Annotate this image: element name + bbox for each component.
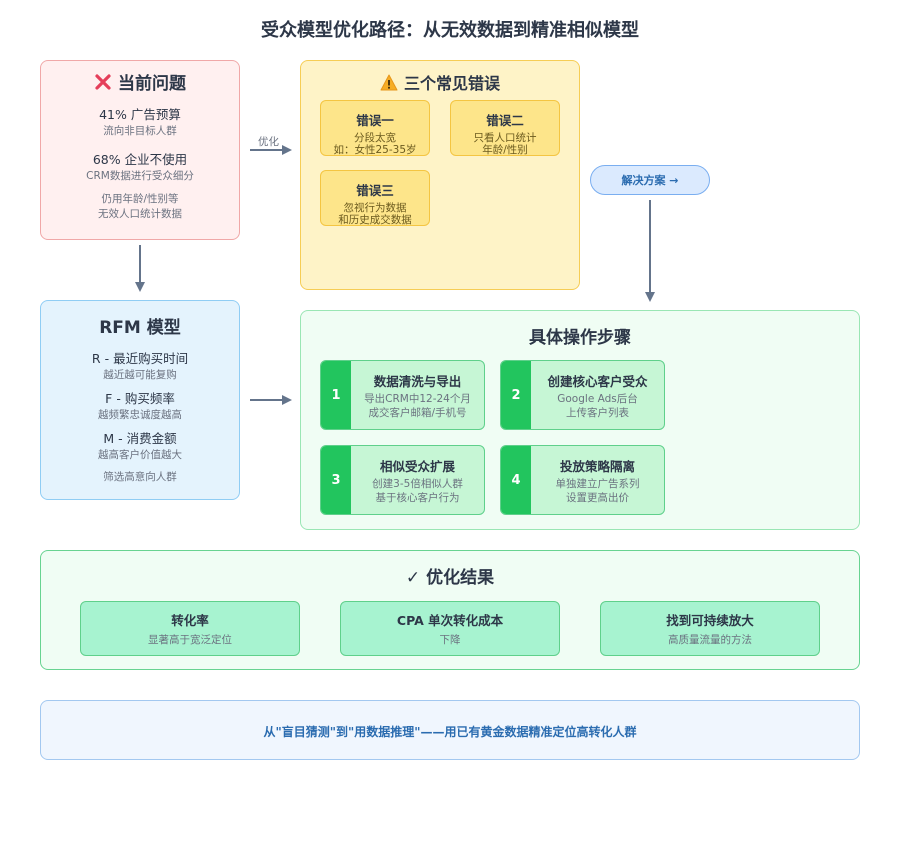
error-card-desc: 年龄/性别 — [482, 144, 528, 156]
result-title: CPA 单次转化成本 — [396, 613, 504, 628]
error-card-title: 错误二 — [486, 113, 524, 128]
rfm-item-desc: 越高客户价值越大 — [98, 449, 182, 461]
error-card-desc: 忽视行为数据 — [343, 202, 407, 214]
step-title: 创建核心客户受众 — [547, 374, 648, 389]
step-title: 相似受众扩展 — [379, 459, 455, 474]
step-card-4: 4 投放策略隔离 单独建立广告系列 设置更高出价 — [500, 445, 665, 515]
problem-stat-crm-sub: CRM数据进行受众细分 — [86, 170, 194, 182]
step-card-1: 1 数据清洗与导出 导出CRM中12-24个月 成交客户邮箱/手机号 — [320, 360, 485, 430]
step-desc: 单独建立广告系列 — [555, 478, 640, 490]
common-errors-title: 三个常见错误 — [301, 70, 579, 95]
rfm-model-panel: RFM 模型 R - 最近购买时间 越近越可能复购 F - 购买频率 越频繁忠诚… — [40, 300, 240, 500]
error-card-3: 错误三 忽视行为数据 和历史成交数据 — [320, 170, 430, 226]
step-desc: 上传客户列表 — [566, 407, 629, 419]
optimization-results-title: ✓ 优化结果 — [405, 568, 495, 588]
result-desc: 显著高于宽泛定位 — [148, 634, 232, 646]
result-card-conversion-rate: 转化率 显著高于宽泛定位 — [80, 601, 300, 656]
step-desc: 成交客户邮箱/手机号 — [368, 407, 467, 419]
rfm-item-label: R - 最近购买时间 — [91, 351, 189, 366]
result-card-scalable: 找到可持续放大 高质量流量的方法 — [600, 601, 820, 656]
problem-stat-budget-sub: 流向非目标人群 — [103, 125, 177, 137]
page-title: 受众模型优化路径：从无效数据到精准相似模型 — [261, 20, 639, 41]
current-problem-panel: 当前问题 41% 广告预算 流向非目标人群 68% 企业不使用 CRM数据进行受… — [40, 60, 240, 240]
result-title: 找到可持续放大 — [666, 613, 754, 628]
rfm-item-label: F - 购买频率 — [105, 391, 175, 406]
rfm-footer: 筛选高意向人群 — [103, 471, 177, 483]
problem-note-line2: 无效人口统计数据 — [98, 208, 182, 220]
operation-steps-title: 具体操作步骤 — [529, 328, 631, 348]
error-card-desc: 和历史成交数据 — [338, 214, 412, 226]
operation-steps-panel: 具体操作步骤 1 数据清洗与导出 导出CRM中12-24个月 成交客户邮箱/手机… — [300, 310, 860, 530]
step-desc: 创建3-5倍相似人群 — [372, 478, 463, 490]
rfm-item-desc: 越频繁忠诚度越高 — [98, 409, 182, 421]
optimization-results-panel: ✓ 优化结果 转化率 显著高于宽泛定位 CPA 单次转化成本 下降 找到可持续放… — [40, 550, 860, 670]
error-card-1: 错误一 分段太宽 如：女性25-35岁 — [320, 100, 430, 156]
step-title: 数据清洗与导出 — [373, 374, 462, 389]
step-title: 投放策略隔离 — [559, 459, 635, 474]
step-number: 4 — [501, 446, 531, 514]
optimize-arrow-label: 优化 — [258, 136, 279, 148]
result-desc: 下降 — [439, 634, 461, 646]
error-card-2: 错误二 只看人口统计 年龄/性别 — [450, 100, 560, 156]
error-card-desc: 如：女性25-35岁 — [333, 144, 417, 156]
error-card-title: 错误三 — [356, 183, 394, 198]
rfm-item-label: M - 消费金额 — [103, 431, 177, 446]
error-card-desc: 只看人口统计 — [473, 132, 537, 144]
step-desc: 设置更高出价 — [566, 492, 629, 504]
error-card-desc: 分段太宽 — [354, 132, 396, 144]
result-title: 转化率 — [171, 613, 209, 628]
common-errors-panel: 三个常见错误 错误一 分段太宽 如：女性25-35岁 错误二 只看人口统计 年龄… — [300, 60, 580, 290]
step-number: 1 — [321, 361, 351, 429]
step-desc: 导出CRM中12-24个月 — [364, 393, 471, 405]
error-card-title: 错误一 — [356, 113, 394, 128]
summary-banner-text: 从"盲目猜测"到"用数据推理"——用已有黄金数据精准定位高转化人群 — [263, 725, 637, 739]
x-mark-icon — [94, 73, 112, 96]
problem-stat-budget: 41% 广告预算 — [99, 107, 181, 122]
step-number: 2 — [501, 361, 531, 429]
summary-banner: 从"盲目猜测"到"用数据推理"——用已有黄金数据精准定位高转化人群 — [40, 700, 860, 760]
rfm-model-title: RFM 模型 — [99, 318, 181, 338]
step-number: 3 — [321, 446, 351, 514]
result-desc: 高质量流量的方法 — [668, 634, 752, 646]
solution-button[interactable]: 解决方案 → — [590, 165, 710, 195]
step-card-3: 3 相似受众扩展 创建3-5倍相似人群 基于核心客户行为 — [320, 445, 485, 515]
problem-note-line1: 仍用年龄/性别等 — [101, 193, 179, 205]
step-card-2: 2 创建核心客户受众 Google Ads后台 上传客户列表 — [500, 360, 665, 430]
current-problem-title: 当前问题 — [41, 69, 239, 96]
problem-stat-crm: 68% 企业不使用 — [92, 152, 188, 167]
step-desc: Google Ads后台 — [557, 393, 638, 405]
step-desc: 基于核心客户行为 — [375, 492, 460, 504]
rfm-item-desc: 越近越可能复购 — [103, 369, 177, 381]
result-card-cpa: CPA 单次转化成本 下降 — [340, 601, 560, 656]
warning-icon — [380, 74, 398, 95]
